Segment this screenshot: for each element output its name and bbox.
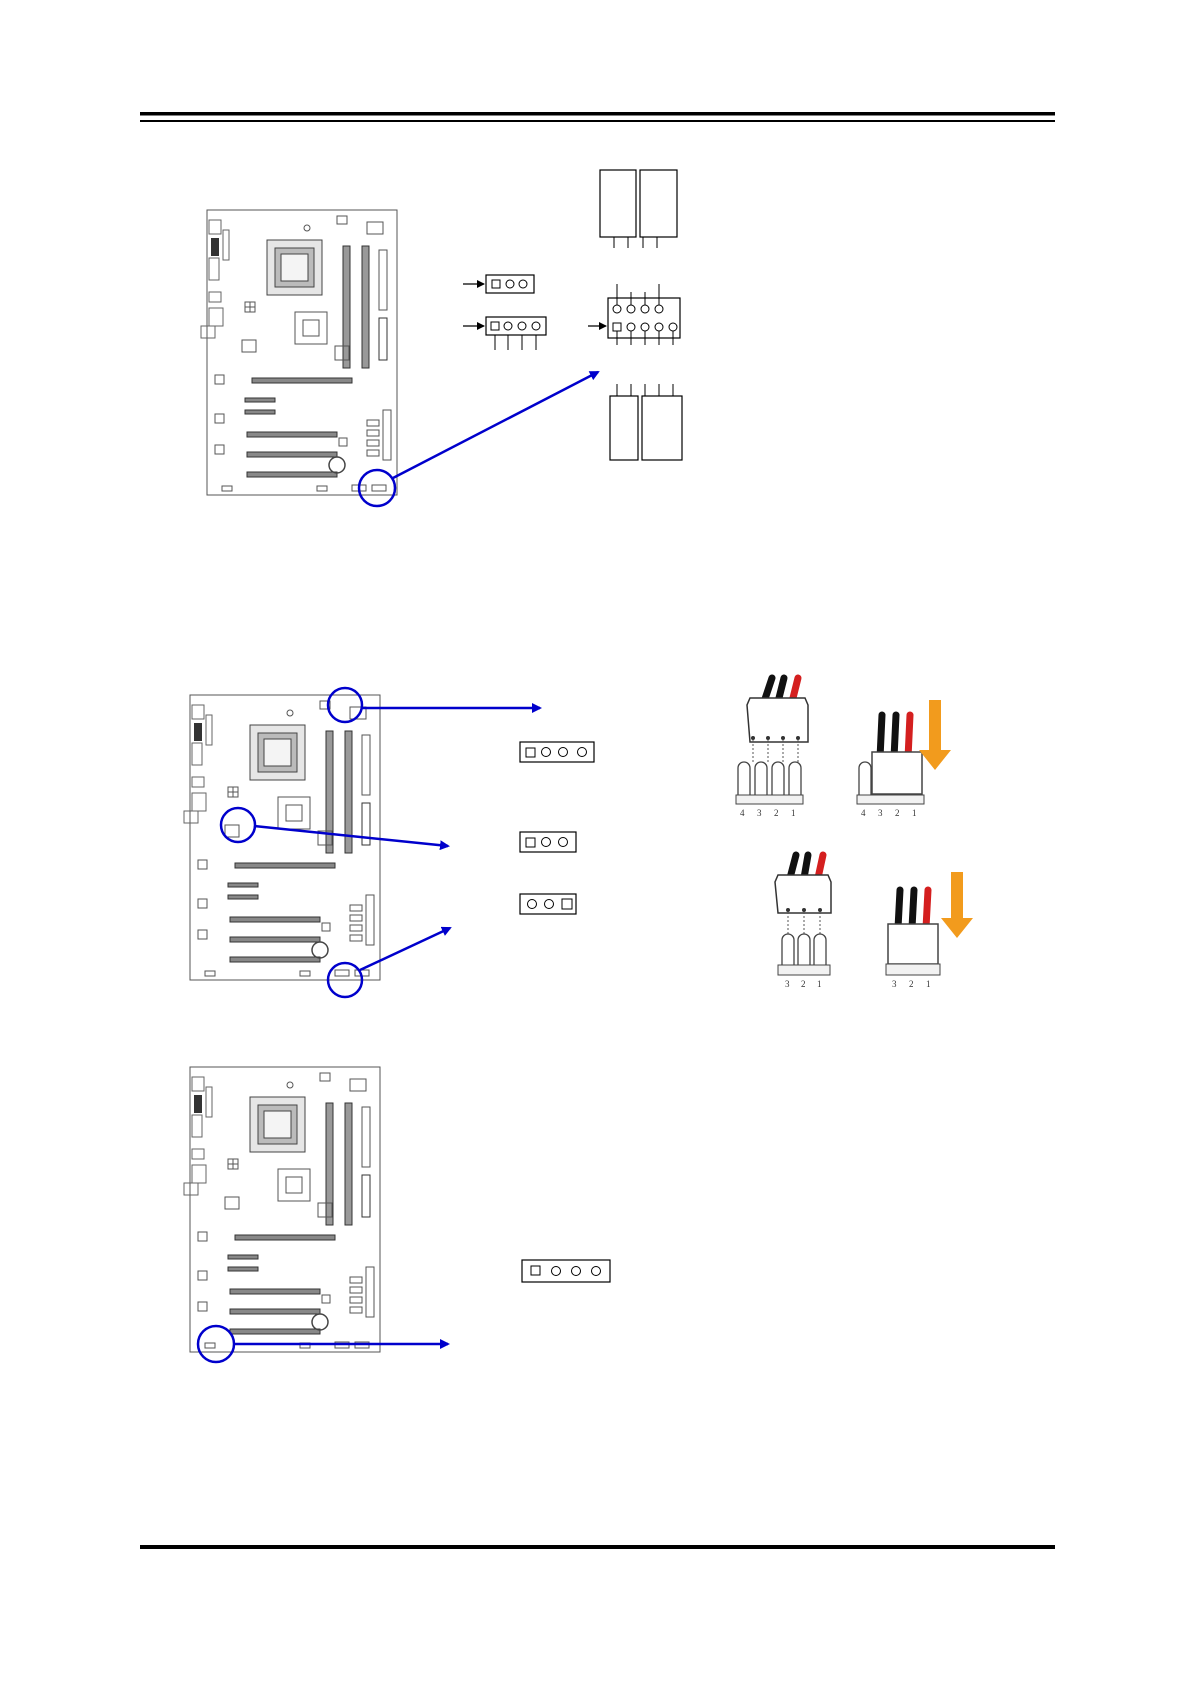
pin-number: 1 [912, 808, 917, 818]
pin-number: 3 [757, 808, 762, 818]
fan-4pin-plugged: 4 3 2 1 [857, 700, 951, 818]
header-rule [140, 112, 1055, 122]
motherboard-layout-2 [184, 695, 380, 980]
header-3pin-fan-a [520, 832, 576, 852]
pin-number: 2 [909, 979, 914, 989]
pin-number: 1 [791, 808, 796, 818]
pin-number: 2 [895, 808, 900, 818]
pin-number: 1 [926, 979, 931, 989]
fan-4pin-unplugged: 4 3 2 1 [736, 678, 808, 818]
header-4pin-fan [520, 742, 594, 762]
pin-number: 1 [817, 979, 822, 989]
pin-number: 4 [740, 808, 745, 818]
pin-number: 2 [801, 979, 806, 989]
header-4pin-bottom [522, 1260, 610, 1282]
header-3pin-small [463, 275, 534, 293]
pin-number: 3 [785, 979, 790, 989]
fan-3pin-unplugged: 3 2 1 [775, 855, 831, 989]
pin-number: 4 [861, 808, 866, 818]
insert-arrow-icon [941, 872, 973, 938]
pin-number: 2 [774, 808, 779, 818]
callout-arrow-1 [393, 372, 598, 478]
header-10pin-jumper [588, 170, 682, 460]
motherboard-layout-1 [201, 210, 397, 495]
motherboard-layout-3 [184, 1067, 380, 1352]
header-4pin-small [463, 317, 546, 350]
pin-number: 3 [892, 979, 897, 989]
insert-arrow-icon [919, 700, 951, 770]
footer-rule [140, 1545, 1055, 1549]
pin-number: 3 [878, 808, 883, 818]
header-3pin-fan-b [520, 894, 576, 914]
fan-3pin-plugged: 3 2 1 [886, 872, 973, 989]
